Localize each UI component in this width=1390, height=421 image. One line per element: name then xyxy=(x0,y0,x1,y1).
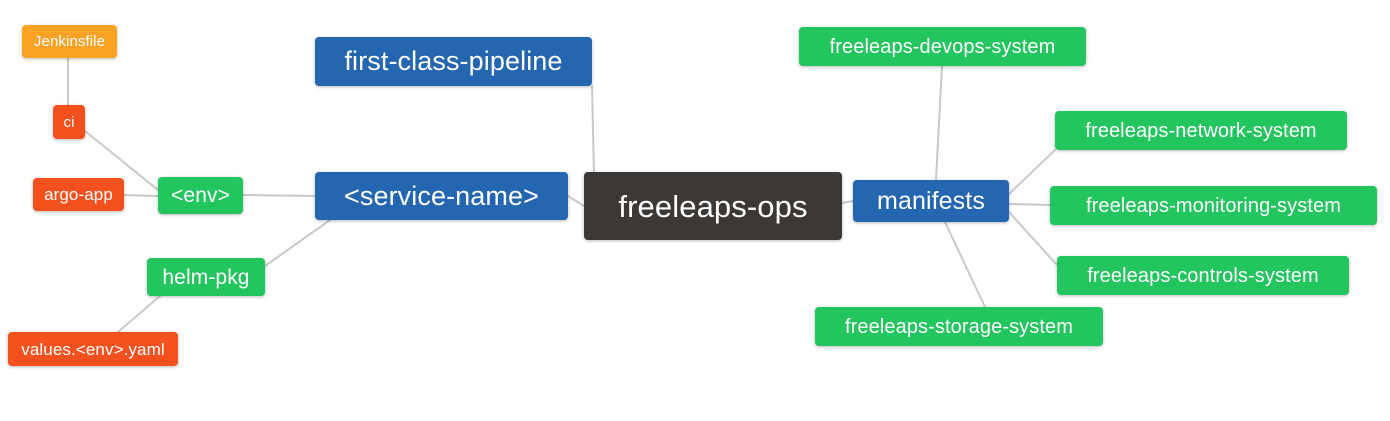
node-ci[interactable]: ci xyxy=(53,105,85,139)
node-label-root: freeleaps-ops xyxy=(618,188,808,224)
edge-root-to-pipeline xyxy=(591,85,595,176)
edge-manifests-to-monitoring xyxy=(1008,203,1051,206)
node-label-controls: freeleaps-controls-system xyxy=(1087,264,1319,287)
node-devops[interactable]: freeleaps-devops-system xyxy=(799,27,1086,66)
node-label-devops: freeleaps-devops-system xyxy=(829,35,1056,58)
edge-service-to-env xyxy=(242,194,316,197)
node-label-service: <service-name> xyxy=(344,180,539,211)
edge-manifests-to-network xyxy=(1008,149,1056,195)
node-label-env: <env> xyxy=(171,184,230,207)
node-label-ci: ci xyxy=(63,113,75,131)
edge-service-to-helm xyxy=(264,219,331,267)
node-label-manifests: manifests xyxy=(877,186,985,215)
node-label-jenkinsfile: Jenkinsfile xyxy=(33,33,106,50)
node-service[interactable]: <service-name> xyxy=(315,172,568,220)
edge-env-to-argo xyxy=(123,194,159,197)
edge-manifests-to-devops xyxy=(935,65,943,181)
node-controls[interactable]: freeleaps-controls-system xyxy=(1057,256,1349,295)
node-network[interactable]: freeleaps-network-system xyxy=(1055,111,1347,150)
edge-manifests-to-storage xyxy=(944,221,986,308)
edge-root-to-manifests xyxy=(841,200,854,204)
edge-helm-to-values xyxy=(117,295,161,333)
node-argo[interactable]: argo-app xyxy=(33,178,124,211)
node-label-storage: freeleaps-storage-system xyxy=(844,315,1074,338)
node-label-pipeline: first-class-pipeline xyxy=(344,46,563,76)
node-manifests[interactable]: manifests xyxy=(853,180,1009,222)
node-env[interactable]: <env> xyxy=(158,177,243,214)
node-pipeline[interactable]: first-class-pipeline xyxy=(315,37,592,86)
node-jenkinsfile[interactable]: Jenkinsfile xyxy=(22,25,117,58)
edge-root-to-service xyxy=(567,195,585,207)
node-root[interactable]: freeleaps-ops xyxy=(584,172,842,240)
node-values[interactable]: values.<env>.yaml xyxy=(8,332,178,366)
node-label-argo: argo-app xyxy=(44,185,113,204)
node-monitoring[interactable]: freeleaps-monitoring-system xyxy=(1050,186,1377,225)
node-storage[interactable]: freeleaps-storage-system xyxy=(815,307,1103,346)
node-label-values: values.<env>.yaml xyxy=(21,339,165,359)
node-label-monitoring: freeleaps-monitoring-system xyxy=(1085,194,1341,217)
node-label-network: freeleaps-network-system xyxy=(1085,119,1317,142)
node-label-helm: helm-pkg xyxy=(162,265,250,289)
node-helm[interactable]: helm-pkg xyxy=(147,258,265,296)
